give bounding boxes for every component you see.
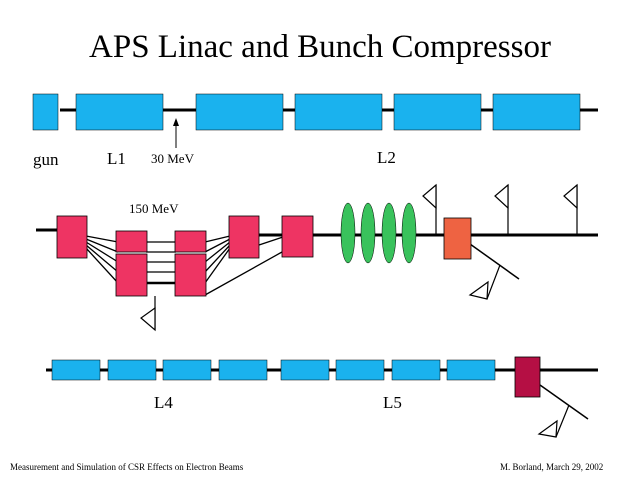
energy-arrow-head	[173, 118, 179, 126]
gun-label: gun	[33, 150, 59, 169]
row-2-compressor	[36, 183, 598, 332]
l5-structure-1	[280, 359, 330, 381]
l4-structure-1	[51, 359, 101, 381]
page-title: APS Linac and Bunch Compressor	[89, 29, 551, 65]
l2-label: L2	[377, 148, 396, 167]
l2-structure-4	[492, 93, 581, 131]
footer-title: Measurement and Simulation of CSR Effect…	[10, 462, 244, 472]
chicane-dipole-1	[56, 215, 88, 259]
l4-structure-2	[107, 359, 157, 381]
chicane-trajectories	[85, 235, 284, 296]
branch-line-row-3	[539, 384, 589, 420]
chicane-dipole-2-upper	[115, 230, 148, 253]
flag-2	[494, 183, 509, 210]
row-1-beamline	[32, 93, 598, 148]
l5-structure-2	[335, 359, 385, 381]
orange-bend-magnet	[443, 217, 472, 260]
chicane-dipole-3-upper	[174, 230, 207, 253]
rf-cavity-2	[360, 202, 376, 264]
l2-structure-2	[294, 93, 383, 131]
rf-cavity-1	[340, 202, 356, 264]
l4-label: L4	[154, 393, 173, 412]
l1-label: L1	[107, 149, 126, 168]
chicane-dipole-3-lower	[174, 253, 207, 297]
gun-structure	[32, 93, 59, 131]
flag-branch-row-3	[537, 419, 558, 438]
l1-structure	[75, 93, 164, 131]
flag-branch-row-2	[468, 280, 489, 300]
l4-structure-4	[218, 359, 268, 381]
l5-structure-3	[391, 359, 441, 381]
l5-structure-4	[446, 359, 496, 381]
l2-structure-3	[393, 93, 482, 131]
flag-pole-branch-row-3	[555, 404, 570, 438]
dark-bend-magnet	[514, 356, 541, 398]
energy-30mev-label: 30 MeV	[151, 151, 194, 166]
chicane-dipole-2-lower	[115, 253, 148, 297]
chicane-dipole-5	[281, 215, 314, 258]
flag-pole-branch-row-2	[486, 264, 501, 300]
footer-author-date: M. Borland, March 29, 2002	[500, 462, 604, 472]
branch-line-row-2	[469, 243, 520, 280]
chicane-dipole-4	[228, 215, 260, 259]
rf-cavity-4	[401, 202, 417, 264]
l2-structure-1	[195, 93, 284, 131]
rf-cavity-3	[381, 202, 397, 264]
row-3-beamline	[46, 356, 598, 438]
flag-chicane	[140, 306, 156, 332]
l4-structure-3	[162, 359, 212, 381]
l5-label: L5	[383, 393, 402, 412]
energy-150mev-label: 150 MeV	[129, 201, 179, 216]
flag-3	[563, 183, 578, 210]
flag-1	[422, 183, 437, 210]
